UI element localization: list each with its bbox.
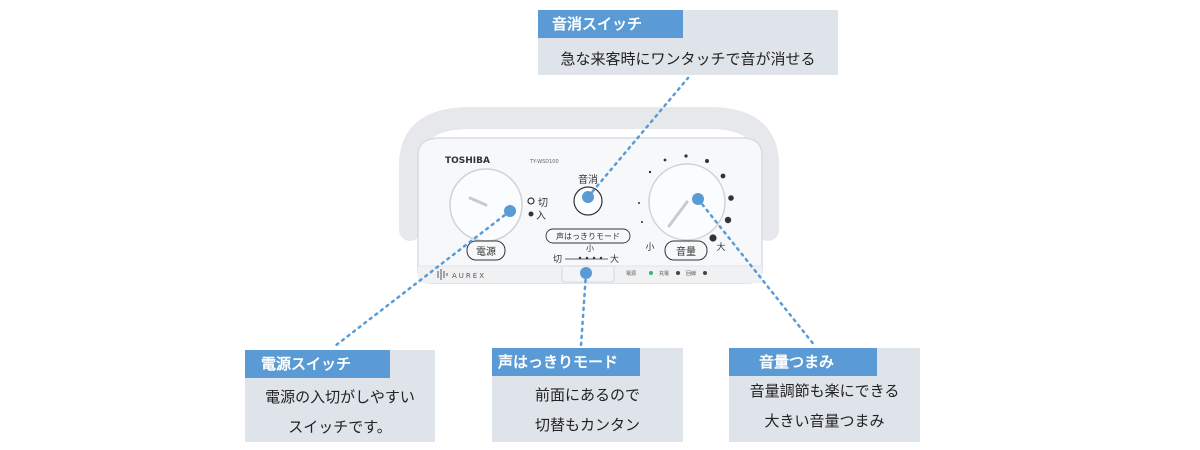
brand-logo: TOSHIBA xyxy=(445,156,490,166)
power-off-label: 切 xyxy=(538,197,548,209)
power-on-label: 入 xyxy=(536,211,546,222)
callout-power: 電源スイッチ 電源の入切がしやすい スイッチです。 xyxy=(245,350,435,442)
callout-mute: 音消スイッチ 急な来客時にワンタッチで音が消せる xyxy=(538,10,838,75)
marker-power xyxy=(504,205,516,217)
model-number: TY-WSD100 xyxy=(529,159,559,165)
volume-large-label: 大 xyxy=(716,241,725,253)
voice-mode-label: 声はっきりモード xyxy=(556,231,620,241)
callout-mute-line-1: 急な来客時にワンタッチで音が消せる xyxy=(560,50,816,68)
callout-voice-line-1: 前面にあるので xyxy=(534,386,640,404)
mute-label: 音消 xyxy=(578,173,598,186)
leader-power xyxy=(333,209,512,348)
callout-voice: 声はっきりモード 前面にあるので 切替もカンタン xyxy=(492,348,683,442)
marker-voice xyxy=(580,267,592,279)
leader-mute xyxy=(586,76,690,199)
leader-volume xyxy=(696,197,817,348)
leader-voice xyxy=(579,271,588,348)
callout-volume-line-2: 大きい音量つまみ xyxy=(764,412,885,430)
callout-power-title: 電源スイッチ xyxy=(245,350,390,378)
marker-mute xyxy=(582,191,594,203)
callout-mute-title: 音消スイッチ xyxy=(538,10,683,38)
callout-volume-line-1: 音量調節も楽にできる xyxy=(749,382,900,400)
voice-small-label: 小 xyxy=(586,244,594,253)
callout-volume-title: 音量つまみ xyxy=(729,348,877,376)
volume-small-label: 小 xyxy=(645,242,654,253)
indicator-charge-label: 充電 xyxy=(659,270,669,277)
indicator-power-light xyxy=(649,271,653,275)
callout-volume: 音量つまみ 音量調節も楽にできる 大きい音量つまみ xyxy=(729,348,920,442)
aurex-logo: AUREX xyxy=(437,269,486,280)
callout-voice-title: 声はっきりモード xyxy=(492,348,640,376)
callout-power-line-1: 電源の入切がしやすい xyxy=(265,388,415,406)
volume-scale-dots xyxy=(638,154,734,242)
callout-power-line-2: スイッチです。 xyxy=(288,418,392,436)
marker-volume xyxy=(692,193,704,205)
svg-text:AUREX: AUREX xyxy=(452,272,486,280)
power-label: 電源 xyxy=(476,245,496,258)
voice-large-label: 大 xyxy=(610,253,619,265)
indicator-line-label: 回線 xyxy=(686,270,696,277)
volume-label: 音量 xyxy=(676,245,696,258)
indicator-power-label: 電源 xyxy=(626,270,636,277)
voice-off-label: 切 xyxy=(553,254,562,265)
callout-voice-line-2: 切替もカンタン xyxy=(534,416,640,434)
device-handle xyxy=(399,107,779,241)
